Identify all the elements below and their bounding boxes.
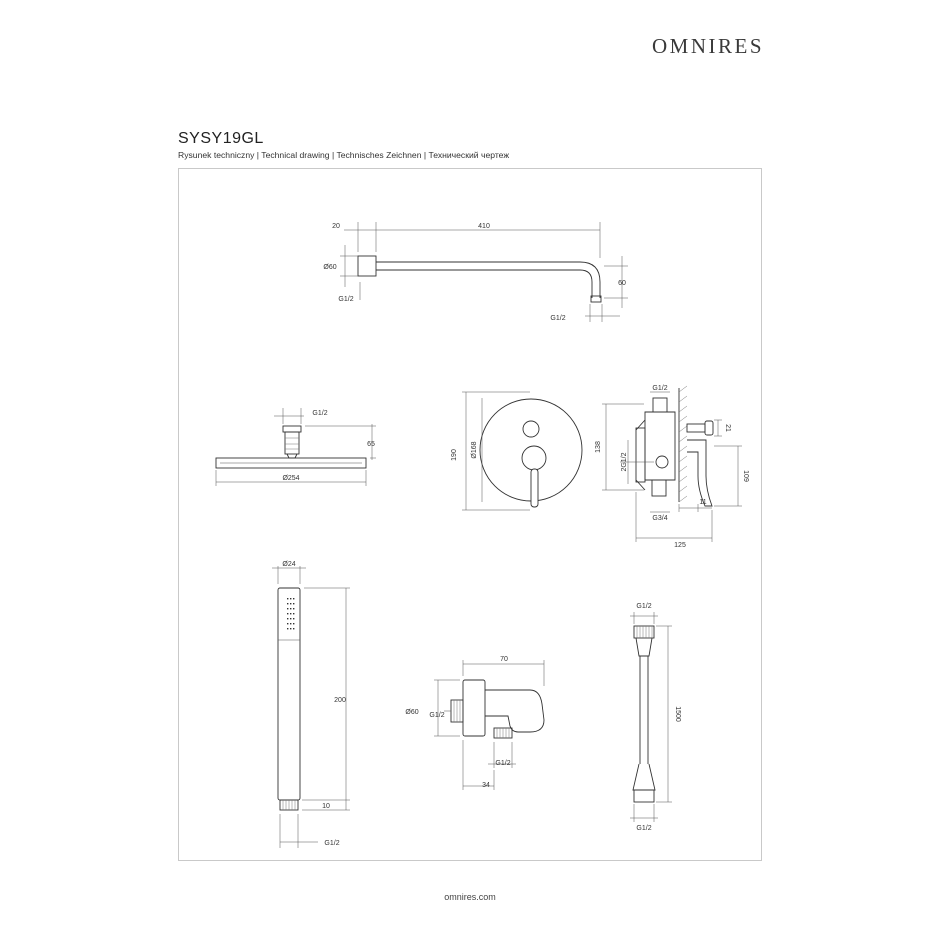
side-dim-21: 21 bbox=[724, 424, 731, 432]
hose-thread-top: G1/2 bbox=[636, 603, 651, 610]
hand-dim-length: 200 bbox=[334, 697, 346, 704]
side-knob bbox=[704, 420, 714, 436]
hose-view: G1/2 1500 G1/2 bbox=[630, 603, 681, 832]
hand-shower-view: Ø24 200 10 G1/2 bbox=[272, 561, 350, 848]
arm-thread-wall: G1/2 bbox=[338, 296, 353, 303]
head-thread: G1/2 bbox=[312, 410, 327, 417]
head-plate bbox=[215, 457, 367, 469]
arm-dim-drop: 60 bbox=[618, 280, 626, 287]
shower-arm-view: 20 410 Ø60 60 G1/2 G1/2 bbox=[323, 222, 628, 322]
overhead-shower-view: G1/2 65 Ø254 bbox=[215, 408, 376, 486]
arm-wall-flange bbox=[357, 255, 377, 277]
outlet-flange bbox=[462, 679, 486, 737]
outlet-dim-length: 70 bbox=[500, 656, 508, 663]
hose-top-nut bbox=[633, 625, 655, 639]
arm-dim-flange: 20 bbox=[332, 223, 340, 230]
body-top-outlet bbox=[652, 397, 668, 413]
hand-dim-diameter: Ø24 bbox=[282, 561, 295, 568]
side-lever bbox=[687, 439, 713, 507]
mixer-lever-base bbox=[521, 445, 547, 471]
hand-thread: G1/2 bbox=[324, 840, 339, 847]
brand-logo: OMNIRES bbox=[651, 34, 764, 58]
head-dim-height: 65 bbox=[367, 441, 375, 448]
side-thread-side: 2G1/2 bbox=[621, 452, 628, 471]
mixer-front-dim-height: 190 bbox=[451, 449, 458, 461]
side-dim-11: 11 bbox=[699, 499, 706, 506]
footer-url: omnires.com bbox=[444, 892, 496, 902]
hand-shower-handle bbox=[277, 587, 301, 801]
outlet-thread-outlet: G1/2 bbox=[495, 760, 510, 767]
arm-pipe-outer bbox=[376, 261, 601, 298]
body-bottom-inlet bbox=[651, 479, 667, 497]
head-nut bbox=[282, 425, 302, 433]
mixer-lever bbox=[530, 468, 539, 508]
arm-dim-length: 410 bbox=[478, 223, 490, 230]
arm-head-connector bbox=[590, 295, 602, 303]
drawing-frame bbox=[178, 168, 762, 861]
side-thread-bottom: G3/4 bbox=[652, 515, 667, 522]
arm-dim-diameter: Ø60 bbox=[323, 264, 336, 271]
outlet-thread-wall: G1/2 bbox=[429, 712, 444, 719]
head-dim-diameter: Ø254 bbox=[282, 475, 299, 482]
mixer-front-view: 190 Ø168 bbox=[451, 391, 583, 511]
hand-dim-thread-len: 10 bbox=[322, 803, 330, 810]
wall-outlet-view: 70 Ø60 G1/2 G1/2 34 bbox=[405, 656, 545, 790]
side-dim-depth: 138 bbox=[595, 441, 602, 453]
hose-thread-bottom: G1/2 bbox=[636, 825, 651, 832]
product-code: SYSY19GL bbox=[178, 130, 264, 147]
hose-bottom-cone bbox=[632, 763, 656, 791]
mixer-side-view: G1/2 138 2G1/2 21 109 11 G3/4 125 bbox=[595, 385, 749, 549]
hose-bottom-nut bbox=[633, 789, 655, 803]
side-thread-top: G1/2 bbox=[652, 385, 667, 392]
arm-pipe-inner bbox=[376, 269, 593, 298]
mixer-diverter-knob bbox=[522, 420, 540, 438]
outlet-dim-34: 34 bbox=[482, 782, 490, 789]
arm-thread-head: G1/2 bbox=[550, 315, 565, 322]
outlet-dim-diameter: Ø60 bbox=[405, 709, 418, 716]
mixer-front-dim-diameter: Ø168 bbox=[471, 441, 478, 458]
side-knob-stem bbox=[686, 423, 706, 433]
hose-dim-length: 1500 bbox=[674, 706, 681, 722]
page-subtitle: Rysunek techniczny | Technical drawing |… bbox=[178, 150, 510, 160]
side-dim-125: 125 bbox=[674, 542, 686, 549]
side-dim-109: 109 bbox=[742, 470, 749, 482]
hose-top-cone bbox=[635, 637, 653, 657]
mixer-body bbox=[644, 411, 676, 481]
outlet-holder bbox=[485, 689, 545, 733]
mixer-cartridge bbox=[635, 427, 646, 483]
hand-shower-nozzles bbox=[287, 598, 295, 630]
side-inlet bbox=[655, 455, 669, 469]
head-swivel-joint bbox=[284, 431, 300, 455]
